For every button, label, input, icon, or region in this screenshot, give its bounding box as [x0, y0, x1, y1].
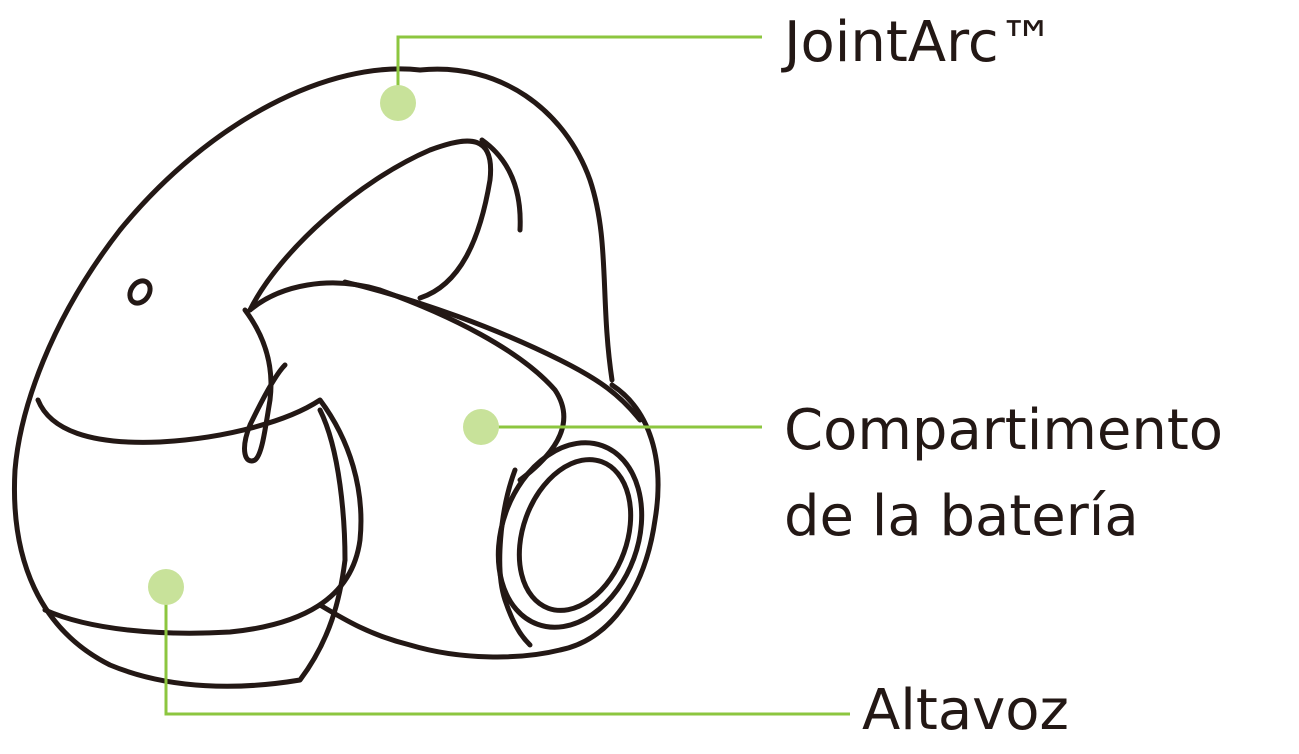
- earbud-diagram: [11, 35, 850, 716]
- speaker-pod-edge: [35, 397, 364, 636]
- battery-cap-side: [497, 467, 533, 648]
- microphone-hole: [127, 278, 153, 306]
- battery-cap-inner: [516, 457, 634, 613]
- speaker-dot: [148, 569, 184, 605]
- earbud-outer-shell: [11, 66, 423, 689]
- jointarc-inner-edge: [247, 138, 494, 313]
- jointarc-dot: [380, 85, 416, 121]
- earbud-stem: [242, 307, 288, 464]
- speaker-leader-line: [164, 587, 850, 716]
- battery-label-line-1: Compartimento: [784, 398, 1224, 463]
- jointarc-leader-line: [396, 35, 762, 103]
- battery-label-line-2: de la batería: [784, 484, 1139, 549]
- jointarc-arc: [417, 66, 615, 383]
- battery-compartment-bottom: [317, 407, 348, 563]
- battery-compartment-end: [317, 382, 661, 660]
- jointarc-groove: [479, 137, 523, 233]
- speaker-label: Altavoz: [862, 678, 1069, 743]
- battery-dot: [463, 409, 499, 445]
- callouts: [148, 35, 850, 716]
- battery-compartment-body: [247, 280, 567, 483]
- battery-compartment-label: Compartimento de la batería: [784, 388, 1223, 560]
- jointarc-label: JointArc™: [784, 10, 1055, 75]
- earbud-illustration: [11, 66, 661, 689]
- battery-compartment-top: [342, 279, 643, 423]
